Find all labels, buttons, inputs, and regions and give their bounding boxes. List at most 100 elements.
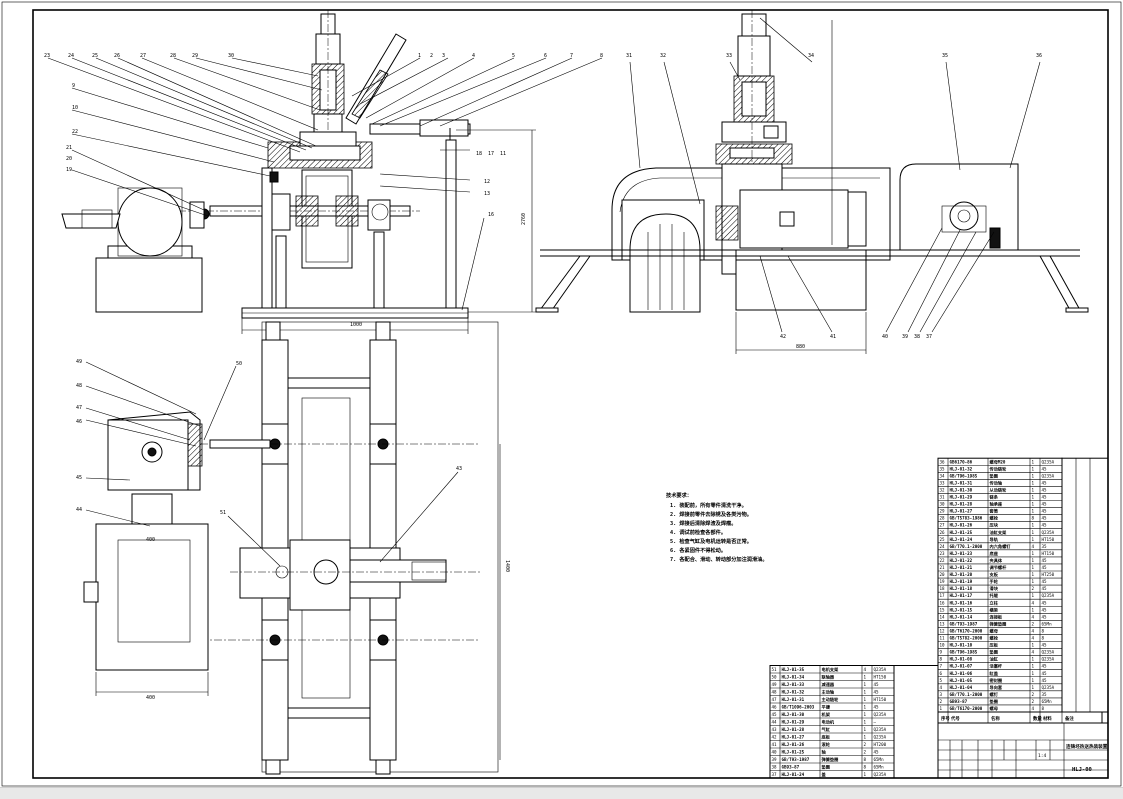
bom-cell: 螺栓 (990, 635, 999, 642)
bom-cell: HLJ-01-18 (950, 586, 973, 591)
bom-cell: HT150 (874, 675, 887, 680)
note-6: 6. 各紧固件不得松动。 (670, 546, 726, 554)
bom-cell: 7 (940, 664, 943, 669)
bom-cell: Q235A (874, 772, 887, 777)
svg-text:32: 32 (660, 53, 666, 59)
svg-text:48: 48 (76, 383, 82, 389)
bom-cell: 油缸支架 (990, 529, 1008, 536)
bom-cell: HLJ-01-22 (950, 558, 973, 563)
svg-text:17: 17 (488, 151, 494, 157)
bom-cell: 45 (1042, 502, 1048, 507)
bom-cell: HLJ-01-31 (782, 697, 805, 702)
bom-cell: 50 (772, 675, 778, 680)
bom-cell: 65Mn (874, 757, 885, 762)
svg-text:39: 39 (902, 334, 908, 340)
note-7: 7. 各配合、滑动、转动部分加注润滑油。 (670, 555, 768, 563)
bom-cell: 45 (1042, 671, 1048, 676)
bom-cell: 垫圈 (990, 649, 998, 656)
inner-frame (32, 9, 1109, 779)
bom-cell: 8 (940, 657, 943, 662)
bom-cell: 螺母 (990, 705, 999, 712)
bom-cell: HLJ-01-20 (950, 572, 973, 577)
bom-cell: 立柱 (990, 599, 999, 606)
bom-cell: HLJ-01-23 (950, 551, 973, 556)
bom-cell: 2 (864, 742, 867, 747)
svg-text:16: 16 (488, 212, 494, 218)
bom-cell: 29 (940, 509, 946, 514)
bom-cell: 45 (1042, 480, 1048, 485)
bom-cell: 活塞杆 (990, 663, 1003, 670)
bom-cell: HLJ-01-28 (782, 727, 805, 732)
bom-cell: 从动链轮 (990, 486, 1008, 493)
bom-cell: 4 (864, 667, 867, 672)
svg-text:2: 2 (430, 53, 433, 59)
bom-cell: 1 (940, 706, 943, 711)
bom-cell: 34 (940, 473, 946, 478)
bom-cell: 1 (864, 690, 867, 695)
bom-cell: 1 (1032, 593, 1035, 598)
bom-cell: HLJ-01-35 (782, 667, 805, 672)
bom-cell: GB/T96-1985 (950, 473, 978, 478)
bom-cell: 1 (1032, 523, 1035, 528)
plan-leaders (85, 361, 459, 567)
bom-cell: 8 (1042, 636, 1045, 641)
bom-cell: 65Mn (1042, 621, 1053, 626)
svg-text:13: 13 (484, 191, 490, 197)
bom-cell: HLJ-01-17 (950, 593, 973, 598)
bom-header-cell: 材料 (1043, 715, 1052, 722)
bom-cell: 24 (940, 544, 946, 549)
svg-text:6: 6 (544, 53, 547, 59)
bom-cell: 45 (1042, 643, 1048, 648)
bom-cell: 弹簧垫圈 (990, 620, 1007, 627)
bom-cell: 1 (1032, 657, 1035, 662)
bom-cell: GB/T70.1-2000 (950, 692, 983, 697)
bom-cell: 37 (772, 772, 778, 777)
bom-cell: 垫圈 (822, 764, 830, 771)
bom-cell: 2 (1032, 699, 1035, 704)
bom-cell: 21 (940, 565, 946, 570)
bom-cell: 45 (1042, 579, 1048, 584)
svg-text:7: 7 (570, 53, 573, 59)
bom-cell: HLJ-01-27 (782, 735, 805, 740)
dim-front-height: 2760 (521, 213, 527, 225)
bom-cell: 4 (1032, 600, 1035, 605)
bom-cell: 45 (1042, 614, 1048, 619)
bom-cell: 4 (1032, 614, 1035, 619)
bom-cell: 1 (1032, 664, 1035, 669)
bom-cell: 2 (864, 750, 867, 755)
bom-cell: 31 (940, 495, 946, 500)
bom-cell: HLJ-01-34 (782, 675, 805, 680)
bom-cell: 4 (1032, 544, 1035, 549)
bom-cell: 滚轮 (822, 741, 831, 748)
bom-cell: 12 (940, 628, 946, 633)
svg-text:20: 20 (66, 156, 72, 162)
svg-text:40: 40 (882, 334, 888, 340)
bom-cell: 14 (940, 614, 946, 619)
svg-text:5: 5 (512, 53, 515, 59)
bom-cell: 1 (1032, 495, 1035, 500)
bom-cell: HLJ-01-29 (782, 720, 805, 725)
svg-text:12: 12 (484, 179, 490, 185)
bom-cell: 45 (874, 750, 880, 755)
svg-text:31: 31 (626, 53, 632, 59)
bom-cell: HT150 (874, 697, 887, 702)
bom-header-cell: 序号 (941, 715, 950, 722)
bom-cell: 1 (1032, 572, 1035, 577)
svg-text:4: 4 (472, 53, 475, 59)
bom-cell: 65Mn (1042, 699, 1053, 704)
svg-text:26: 26 (114, 53, 120, 59)
drawing-name: 连铸坯热送热装装置 (1066, 743, 1108, 750)
bom-cell: 主动链轮 (822, 696, 840, 703)
bom-cell: Q235A (1042, 459, 1055, 464)
drawing-number: HLJ-00 (1072, 767, 1092, 773)
bom-cell: HLJ-01-21 (950, 565, 973, 570)
bom-cell: HLJ-01-27 (950, 509, 973, 514)
bom-cell: Q235A (874, 727, 887, 732)
dim-plan-width: 400 (146, 537, 155, 543)
bom-cell: 27 (940, 523, 946, 528)
bom-cell: 1 (864, 675, 867, 680)
plan-view (83, 321, 501, 775)
bom-cell: 压板 (990, 642, 999, 649)
